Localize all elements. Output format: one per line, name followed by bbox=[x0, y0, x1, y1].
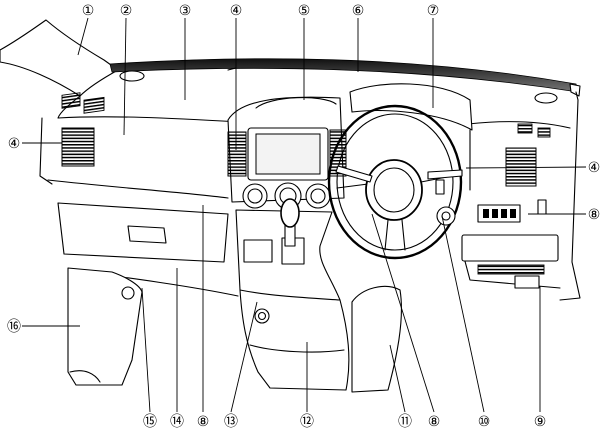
defroster-slit bbox=[227, 67, 237, 71]
leader-bottom-7 bbox=[371, 213, 435, 413]
a-pillar bbox=[0, 19, 119, 97]
side-vent-upper-2 bbox=[83, 96, 105, 114]
leader-top-1 bbox=[77, 17, 89, 56]
ignition-switch-inner bbox=[441, 211, 451, 221]
leader-right-1 bbox=[465, 166, 587, 169]
callout-bottom-3: ⑧ bbox=[197, 414, 210, 430]
climate-knob-right-inner bbox=[310, 188, 326, 204]
accessory-socket-inner bbox=[257, 311, 267, 321]
callout-bottom-7: ⑧ bbox=[428, 414, 441, 430]
lower-right-tab bbox=[514, 275, 540, 289]
steering-wheel-rim bbox=[327, 104, 463, 260]
callout-left-2: ⑯ bbox=[7, 319, 21, 335]
callout-right-1: ④ bbox=[588, 160, 601, 176]
center-vent-left bbox=[227, 131, 247, 177]
right-vent-upper-2 bbox=[537, 127, 551, 138]
switch-3 bbox=[501, 209, 507, 218]
console-lower-divider bbox=[239, 289, 341, 301]
steering-switch bbox=[435, 179, 445, 195]
a-pillar-right-cap bbox=[569, 83, 581, 97]
switch-1 bbox=[483, 209, 489, 218]
dashboard-illustration bbox=[0, 19, 581, 393]
callout-top-6: ⑥ bbox=[352, 3, 365, 19]
side-vent-upper-1 bbox=[61, 92, 81, 109]
steering-wheel-rim-inner bbox=[336, 113, 454, 251]
callout-top-7: ⑦ bbox=[427, 3, 440, 19]
door-edge-right bbox=[559, 91, 581, 301]
steering-wheel-horn-pad bbox=[373, 167, 415, 213]
console-switch-panel bbox=[243, 239, 273, 263]
callout-top-3: ③ bbox=[179, 3, 192, 19]
leader-lines bbox=[22, 17, 587, 413]
callout-bottom-5: ⑫ bbox=[300, 414, 314, 430]
hood-release-lever bbox=[121, 286, 135, 300]
callout-left-1: ④ bbox=[8, 136, 21, 152]
callout-bottom-6: ⑪ bbox=[398, 414, 412, 430]
callout-bottom-2: ⑭ bbox=[170, 414, 184, 430]
callout-bottom-8: ⑩ bbox=[478, 414, 491, 430]
console-storage bbox=[249, 344, 345, 353]
climate-knob-left-inner bbox=[247, 188, 263, 204]
callout-top-1: ① bbox=[82, 3, 95, 19]
right-vent-upper-1 bbox=[517, 123, 533, 134]
kick-panel bbox=[67, 267, 143, 386]
wiper-stalk bbox=[427, 169, 463, 180]
steering-spoke-bottom bbox=[384, 219, 406, 251]
callout-top-2: ② bbox=[120, 3, 133, 19]
callout-bottom-1: ⑮ bbox=[143, 414, 157, 430]
dashboard-top-right-edge bbox=[467, 121, 571, 129]
shift-lever-knob bbox=[280, 198, 300, 228]
center-vent-right bbox=[329, 129, 347, 177]
callout-right-2: ⑧ bbox=[588, 207, 601, 223]
callout-bottom-4: ⑬ bbox=[224, 414, 238, 430]
turn-signal-stalk bbox=[335, 165, 373, 183]
switch-4 bbox=[510, 209, 516, 218]
steering-spoke-left bbox=[336, 183, 369, 189]
leader-bottom-4 bbox=[230, 301, 258, 413]
windshield-base-trim bbox=[109, 58, 579, 93]
side-vent-left bbox=[61, 127, 95, 167]
leader-bottom-6 bbox=[389, 344, 406, 413]
callout-top-4: ④ bbox=[230, 3, 243, 19]
glove-box-handle bbox=[127, 225, 167, 244]
side-mirror-switch bbox=[537, 199, 547, 215]
driver-floor-hump bbox=[351, 285, 402, 393]
leader-bottom-8 bbox=[441, 215, 485, 413]
callout-bottom-9: ⑨ bbox=[534, 414, 547, 430]
speaker-right bbox=[534, 92, 558, 104]
leader-bottom-1 bbox=[141, 287, 151, 413]
navigation-display bbox=[255, 133, 321, 175]
leader-top-2 bbox=[123, 17, 127, 136]
lower-right-panel bbox=[461, 234, 559, 262]
dash-left-end bbox=[39, 117, 53, 185]
callout-top-5: ⑤ bbox=[298, 3, 311, 19]
center-upper-panel bbox=[255, 97, 337, 109]
right-side-vent bbox=[505, 147, 537, 187]
kick-panel-trim bbox=[69, 370, 101, 383]
speaker-left bbox=[119, 70, 145, 82]
callout-labels: ① ② ③ ④ ⑤ ⑥ ⑦ ④ ⑯ ④ ⑧ ⑮ ⑭ ⑧ ⑬ ⑫ ⑪ ⑧ ⑩ ⑨ bbox=[7, 3, 600, 430]
lower-right-slot-row bbox=[477, 264, 545, 275]
dash-lower-edge bbox=[47, 179, 229, 199]
switch-2 bbox=[492, 209, 498, 218]
